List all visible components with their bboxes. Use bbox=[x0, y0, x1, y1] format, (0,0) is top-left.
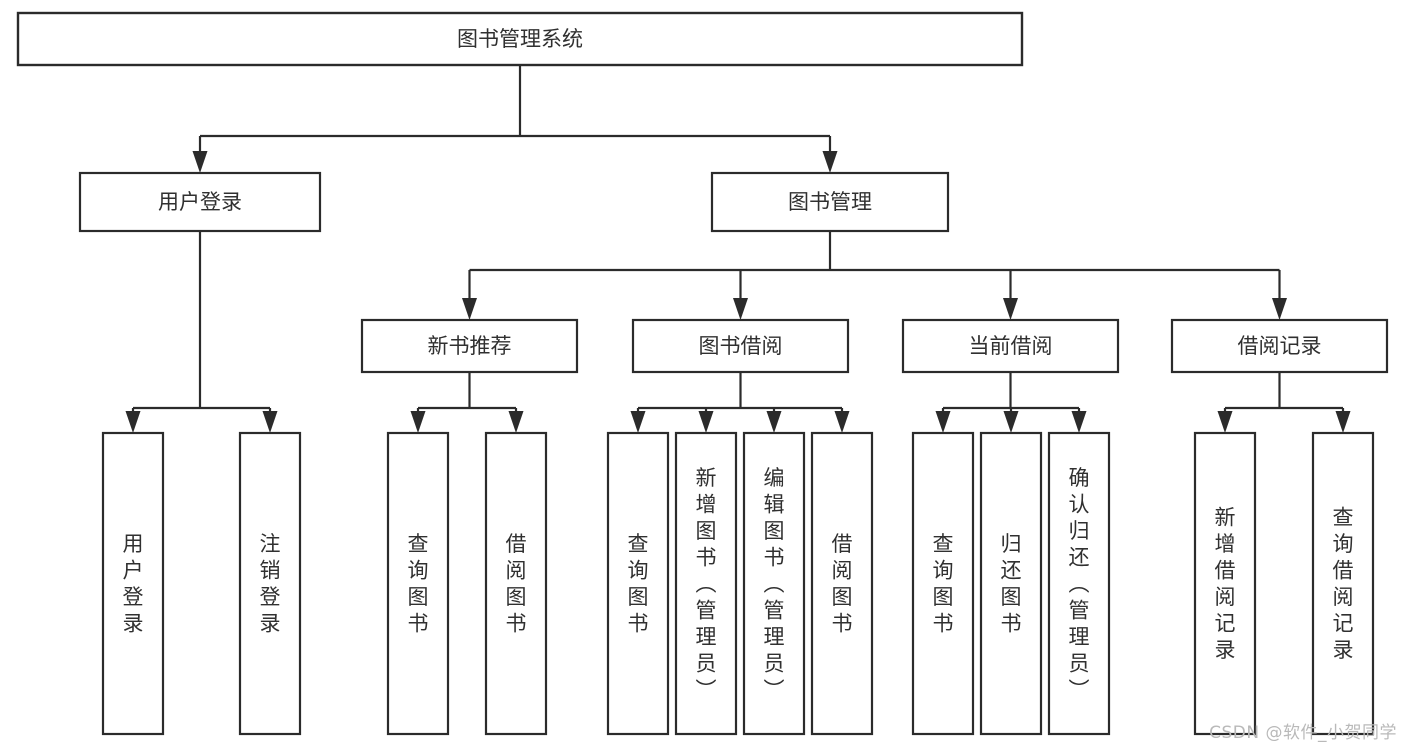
node-book-borrow[interactable]: 图书借阅 bbox=[631, 318, 850, 374]
node-root[interactable]: 图书管理系统 bbox=[16, 11, 1024, 67]
node-leaf-borrow-book-1[interactable]: 借阅图书 bbox=[484, 431, 548, 736]
node-label-leaf-query-book-1: 查询图书 bbox=[408, 532, 429, 636]
node-label-new-book-rec: 新书推荐 bbox=[428, 334, 512, 358]
arrow-head-book-borrow bbox=[733, 298, 748, 320]
node-leaf-user-login[interactable]: 用户登录 bbox=[101, 431, 165, 736]
node-box-current-borrow[interactable] bbox=[901, 318, 1120, 374]
node-box-leaf-user-login[interactable] bbox=[101, 431, 165, 736]
arrow-head-leaf-return-book bbox=[1003, 411, 1019, 433]
node-box-book-manage[interactable] bbox=[710, 171, 950, 233]
node-box-new-book-rec[interactable] bbox=[360, 318, 579, 374]
node-leaf-query-book-1[interactable]: 查询图书 bbox=[386, 431, 450, 736]
node-box-leaf-borrow-book-2[interactable] bbox=[810, 431, 874, 736]
node-box-user-login[interactable] bbox=[78, 171, 322, 233]
arrow-head-leaf-query-book-2 bbox=[630, 411, 646, 433]
arrow-head-current-borrow bbox=[1003, 298, 1018, 320]
node-label-book-borrow: 图书借阅 bbox=[699, 334, 783, 358]
arrow-head-leaf-add-book-admin bbox=[698, 411, 714, 433]
node-label-leaf-add-borrow-record: 新增借阅记录 bbox=[1215, 506, 1236, 663]
node-label-leaf-return-book: 归还图书 bbox=[1001, 532, 1022, 636]
node-leaf-add-book-admin[interactable]: 新增图书︵管理员︶ bbox=[674, 431, 738, 736]
node-box-leaf-logout[interactable] bbox=[238, 431, 302, 736]
node-label-leaf-confirm-return-admin: 确认归还︵管理员︶ bbox=[1069, 466, 1090, 702]
csdn-watermark: CSDN @软件_小贺同学 bbox=[1209, 723, 1397, 743]
node-borrow-record[interactable]: 借阅记录 bbox=[1170, 318, 1389, 374]
node-label-leaf-borrow-book-2: 借阅图书 bbox=[832, 532, 853, 636]
node-user-login[interactable]: 用户登录 bbox=[78, 171, 322, 233]
arrow-head-leaf-query-book-3 bbox=[935, 411, 951, 433]
node-leaf-confirm-return-admin[interactable]: 确认归还︵管理员︶ bbox=[1047, 431, 1111, 736]
arrow-head-book-manage bbox=[822, 151, 838, 173]
node-label-leaf-query-book-2: 查询图书 bbox=[628, 532, 649, 636]
node-label-borrow-record: 借阅记录 bbox=[1238, 334, 1322, 358]
arrow-head-leaf-add-borrow-record bbox=[1217, 411, 1233, 433]
node-box-leaf-confirm-return-admin[interactable] bbox=[1047, 431, 1111, 736]
arrow-head-leaf-confirm-return-admin bbox=[1071, 411, 1087, 433]
node-label-leaf-borrow-book-1: 借阅图书 bbox=[506, 532, 527, 636]
arrow-head-leaf-query-book-1 bbox=[410, 411, 426, 433]
node-box-book-borrow[interactable] bbox=[631, 318, 850, 374]
arrow-head-leaf-logout bbox=[262, 411, 278, 433]
arrow-head-leaf-user-login bbox=[125, 411, 141, 433]
node-leaf-borrow-book-2[interactable]: 借阅图书 bbox=[810, 431, 874, 736]
node-label-leaf-query-borrow-record: 查询借阅记录 bbox=[1333, 506, 1354, 663]
node-leaf-query-book-3[interactable]: 查询图书 bbox=[911, 431, 975, 736]
node-label-leaf-query-book-3: 查询图书 bbox=[933, 532, 954, 636]
node-box-leaf-edit-book-admin[interactable] bbox=[742, 431, 806, 736]
node-leaf-logout[interactable]: 注销登录 bbox=[238, 431, 302, 736]
node-leaf-query-borrow-record[interactable]: 查询借阅记录 bbox=[1311, 431, 1375, 736]
node-box-leaf-query-book-3[interactable] bbox=[911, 431, 975, 736]
node-box-leaf-query-book-1[interactable] bbox=[386, 431, 450, 736]
node-box-leaf-query-borrow-record[interactable] bbox=[1311, 431, 1375, 736]
nodes-layer: 图书管理系统用户登录图书管理新书推荐图书借阅当前借阅借阅记录用户登录注销登录查询… bbox=[16, 11, 1389, 736]
node-label-leaf-user-login: 用户登录 bbox=[123, 532, 144, 636]
node-box-leaf-return-book[interactable] bbox=[979, 431, 1043, 736]
node-leaf-query-book-2[interactable]: 查询图书 bbox=[606, 431, 670, 736]
node-label-user-login: 用户登录 bbox=[158, 190, 242, 214]
node-box-leaf-borrow-book-1[interactable] bbox=[484, 431, 548, 736]
arrow-head-leaf-query-borrow-record bbox=[1335, 411, 1351, 433]
node-new-book-rec[interactable]: 新书推荐 bbox=[360, 318, 579, 374]
node-box-leaf-add-book-admin[interactable] bbox=[674, 431, 738, 736]
node-book-manage[interactable]: 图书管理 bbox=[710, 171, 950, 233]
arrow-head-borrow-record bbox=[1272, 298, 1287, 320]
node-leaf-return-book[interactable]: 归还图书 bbox=[979, 431, 1043, 736]
arrow-head-user-login bbox=[192, 151, 208, 173]
node-label-root: 图书管理系统 bbox=[457, 27, 583, 51]
node-label-leaf-logout: 注销登录 bbox=[260, 532, 281, 636]
node-box-root[interactable] bbox=[16, 11, 1024, 67]
node-leaf-add-borrow-record[interactable]: 新增借阅记录 bbox=[1193, 431, 1257, 736]
arrow-head-leaf-edit-book-admin bbox=[766, 411, 782, 433]
node-leaf-edit-book-admin[interactable]: 编辑图书︵管理员︶ bbox=[742, 431, 806, 736]
node-box-leaf-add-borrow-record[interactable] bbox=[1193, 431, 1257, 736]
node-box-borrow-record[interactable] bbox=[1170, 318, 1389, 374]
node-label-leaf-add-book-admin: 新增图书︵管理员︶ bbox=[696, 466, 717, 702]
arrow-head-leaf-borrow-book-1 bbox=[508, 411, 524, 433]
node-label-leaf-edit-book-admin: 编辑图书︵管理员︶ bbox=[764, 466, 785, 702]
node-label-book-manage: 图书管理 bbox=[788, 190, 872, 214]
node-current-borrow[interactable]: 当前借阅 bbox=[901, 318, 1120, 374]
node-label-current-borrow: 当前借阅 bbox=[969, 334, 1053, 358]
connectors-layer bbox=[125, 65, 1351, 433]
arrow-head-leaf-borrow-book-2 bbox=[834, 411, 850, 433]
node-box-leaf-query-book-2[interactable] bbox=[606, 431, 670, 736]
arrow-head-new-book-rec bbox=[462, 298, 477, 320]
